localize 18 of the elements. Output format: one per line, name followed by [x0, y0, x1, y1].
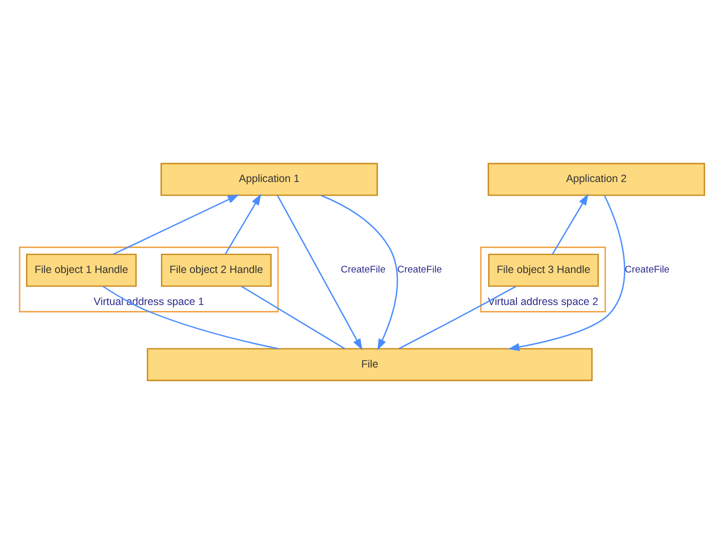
node-box: File object 3 Handle [488, 254, 599, 287]
connector [102, 286, 279, 350]
connector [240, 286, 346, 350]
arrow [224, 194, 262, 254]
node-box: Application 2 [488, 162, 706, 196]
node-box: File [146, 348, 593, 382]
node-box: File object 1 Handle [26, 254, 137, 287]
edge-label: CreateFile [624, 264, 670, 276]
arrow [276, 194, 362, 350]
connector [398, 286, 516, 350]
node-box: File object 2 Handle [160, 254, 272, 287]
arrow [320, 194, 398, 350]
node-box: Application 1 [160, 162, 378, 196]
edge-label: CreateFile [397, 264, 442, 276]
arrow [508, 195, 626, 351]
edge-label: CreateFile [340, 264, 386, 276]
arrow [552, 194, 588, 254]
arrow [112, 194, 240, 255]
